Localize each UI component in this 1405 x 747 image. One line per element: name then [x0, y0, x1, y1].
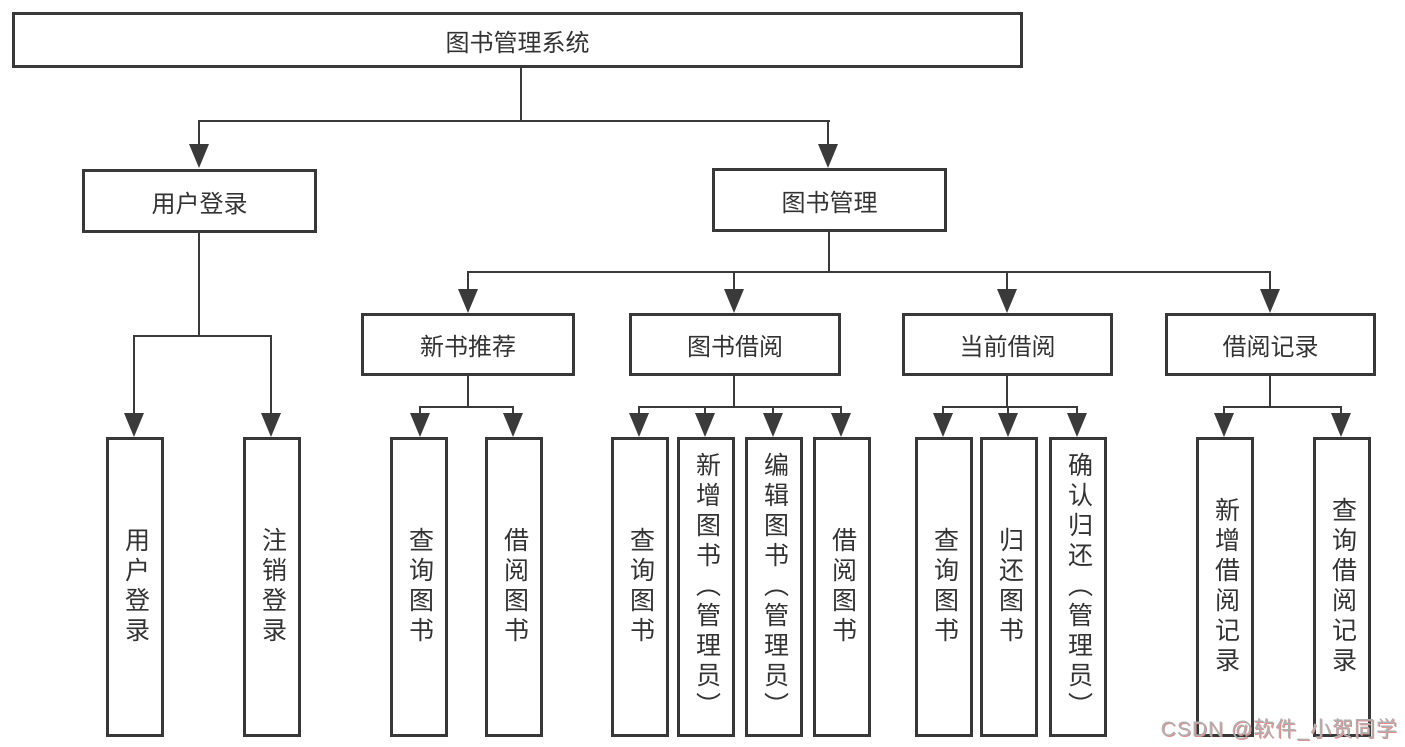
connector-line — [942, 406, 944, 416]
connector-line — [733, 271, 735, 293]
connector-line — [419, 406, 421, 416]
connector-line — [419, 406, 514, 408]
leaf-confirm-return-admin: 确认归还（管理员） — [1049, 437, 1107, 737]
connector-line — [638, 406, 640, 416]
arrow-down-icon — [189, 144, 209, 168]
leaf-add-book-admin: 新增图书（管理员） — [677, 437, 735, 737]
arrow-down-icon — [410, 413, 430, 437]
connector-line — [704, 406, 706, 416]
arrow-down-icon — [695, 413, 715, 437]
node-book-borrow: 图书借阅 — [629, 313, 841, 376]
leaf-borrow-query-book: 查询图书 — [611, 437, 669, 737]
arrow-down-icon — [261, 413, 281, 437]
connector-line — [1006, 375, 1008, 408]
arrow-down-icon — [831, 413, 851, 437]
arrow-down-icon — [1331, 413, 1351, 437]
connector-line — [772, 406, 774, 416]
arrow-down-icon — [724, 289, 744, 313]
leaf-borrow-book: 借阅图书 — [813, 437, 871, 737]
connector-line — [1223, 406, 1225, 416]
arrow-down-icon — [818, 144, 838, 168]
leaf-user-login: 用户登录 — [106, 437, 164, 737]
csdn-watermark: CSDN @软件_小贺同学 — [1160, 718, 1398, 741]
arrow-down-icon — [124, 413, 144, 437]
arrow-down-icon — [1067, 413, 1087, 437]
arrow-down-icon — [629, 413, 649, 437]
connector-line — [638, 406, 842, 408]
connector-line — [1076, 406, 1078, 416]
connector-line — [828, 231, 830, 272]
connector-line — [467, 271, 1271, 273]
arrow-down-icon — [1260, 289, 1280, 313]
connector-line — [1006, 271, 1008, 293]
leaf-recommend-query-book: 查询图书 — [390, 437, 448, 737]
arrow-down-icon — [503, 413, 523, 437]
connector-line — [198, 232, 200, 337]
arrow-down-icon — [763, 413, 783, 437]
leaf-logout: 注销登录 — [243, 437, 301, 737]
arrow-down-icon — [458, 289, 478, 313]
node-user-login: 用户登录 — [82, 169, 317, 233]
node-library-system: 图书管理系统 — [12, 12, 1023, 68]
connector-line — [1223, 406, 1342, 408]
connector-line — [198, 120, 200, 148]
arrow-down-icon — [933, 413, 953, 437]
connector-line — [1007, 406, 1009, 416]
connector-line — [467, 375, 469, 408]
connector-line — [942, 406, 1078, 408]
leaf-current-query-book: 查询图书 — [915, 437, 973, 737]
arrow-down-icon — [998, 413, 1018, 437]
connector-line — [133, 335, 272, 337]
connector-line — [512, 406, 514, 416]
leaf-recommend-borrow-book: 借阅图书 — [485, 437, 543, 737]
connector-line — [1269, 271, 1271, 293]
connector-line — [133, 335, 135, 417]
connector-line — [1340, 406, 1342, 416]
connector-line — [827, 120, 829, 148]
leaf-add-borrow-record: 新增借阅记录 — [1196, 437, 1254, 737]
connector-line — [1269, 375, 1271, 408]
node-current-borrow: 当前借阅 — [902, 313, 1113, 376]
arrow-down-icon — [997, 289, 1017, 313]
leaf-edit-book-admin: 编辑图书（管理员） — [745, 437, 803, 737]
leaf-query-borrow-record: 查询借阅记录 — [1313, 437, 1371, 737]
node-book-management: 图书管理 — [712, 168, 947, 232]
connector-line — [270, 335, 272, 417]
node-new-book-recommend: 新书推荐 — [361, 313, 575, 376]
node-borrow-records: 借阅记录 — [1165, 313, 1376, 376]
arrow-down-icon — [1214, 413, 1234, 437]
connector-line — [198, 120, 830, 122]
connector-line — [733, 375, 735, 408]
connector-line — [467, 271, 469, 293]
connector-line — [840, 406, 842, 416]
leaf-return-book: 归还图书 — [980, 437, 1038, 737]
connector-line — [520, 68, 522, 122]
